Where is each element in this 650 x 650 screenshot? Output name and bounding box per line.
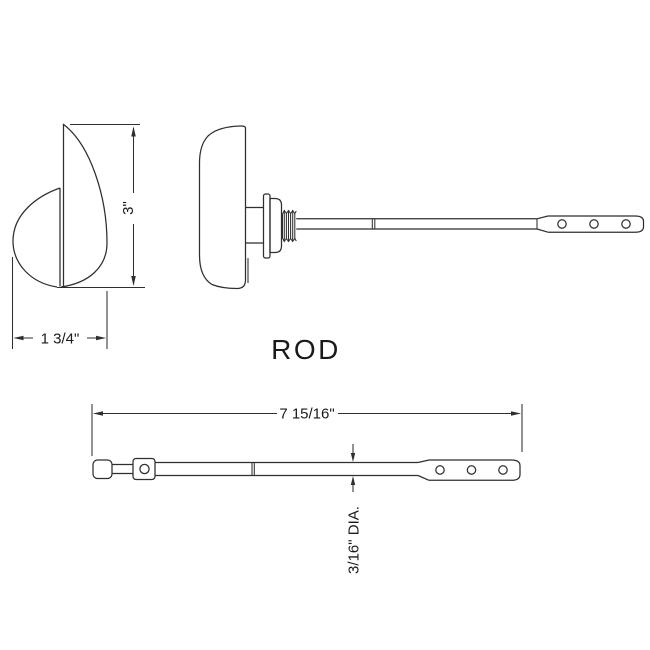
- handle-body-outline: [198, 125, 247, 290]
- rod-body: [92, 457, 521, 481]
- mounting-plate: [262, 193, 271, 259]
- handle-grip-outline: [12, 187, 61, 288]
- rod-end-cap: [92, 459, 113, 480]
- rod-hole: [466, 465, 477, 475]
- length-dim-label: 7 15/16": [279, 406, 334, 423]
- length-dimension: 7 15/16": [91, 404, 523, 456]
- thread-section: [281, 209, 297, 243]
- rod-drawing: 7 15/16" 3/16" DIA.: [91, 404, 523, 574]
- rod-hole: [589, 219, 599, 229]
- rod-hole: [557, 219, 567, 229]
- mounting-nut: [269, 197, 283, 254]
- arrowhead-up: [131, 126, 136, 137]
- arrowhead-left: [13, 335, 24, 341]
- arrowhead-right: [511, 411, 521, 416]
- handle-blade-outline: [60, 123, 108, 288]
- height-dimension: 3": [57, 123, 145, 289]
- rod-title: ROD: [271, 334, 341, 365]
- arrowhead-up: [350, 476, 356, 485]
- handle-side-view: [12, 123, 108, 288]
- rod-pivot-block: [132, 457, 156, 481]
- arrowhead-down: [131, 276, 136, 286]
- width-dim-label: 1 3/4": [41, 331, 80, 348]
- rod-hole: [435, 465, 445, 475]
- pivot-hole: [139, 463, 150, 475]
- height-dim-label: 3": [120, 201, 137, 215]
- arrowhead-left: [93, 411, 103, 416]
- width-dimension: 1 3/4": [11, 257, 108, 349]
- rod-paddle: [429, 459, 521, 481]
- diameter-dimension: 3/16" DIA.: [346, 444, 363, 574]
- handle-front-view: [198, 125, 645, 290]
- upper-rod: [296, 215, 645, 233]
- rod-hole: [498, 465, 508, 475]
- arrowhead-right: [96, 335, 106, 341]
- rod-hole: [621, 219, 631, 229]
- arrowhead-down: [350, 453, 356, 462]
- upper-rod-paddle: [548, 215, 645, 233]
- diameter-dim-label: 3/16" DIA.: [346, 506, 363, 574]
